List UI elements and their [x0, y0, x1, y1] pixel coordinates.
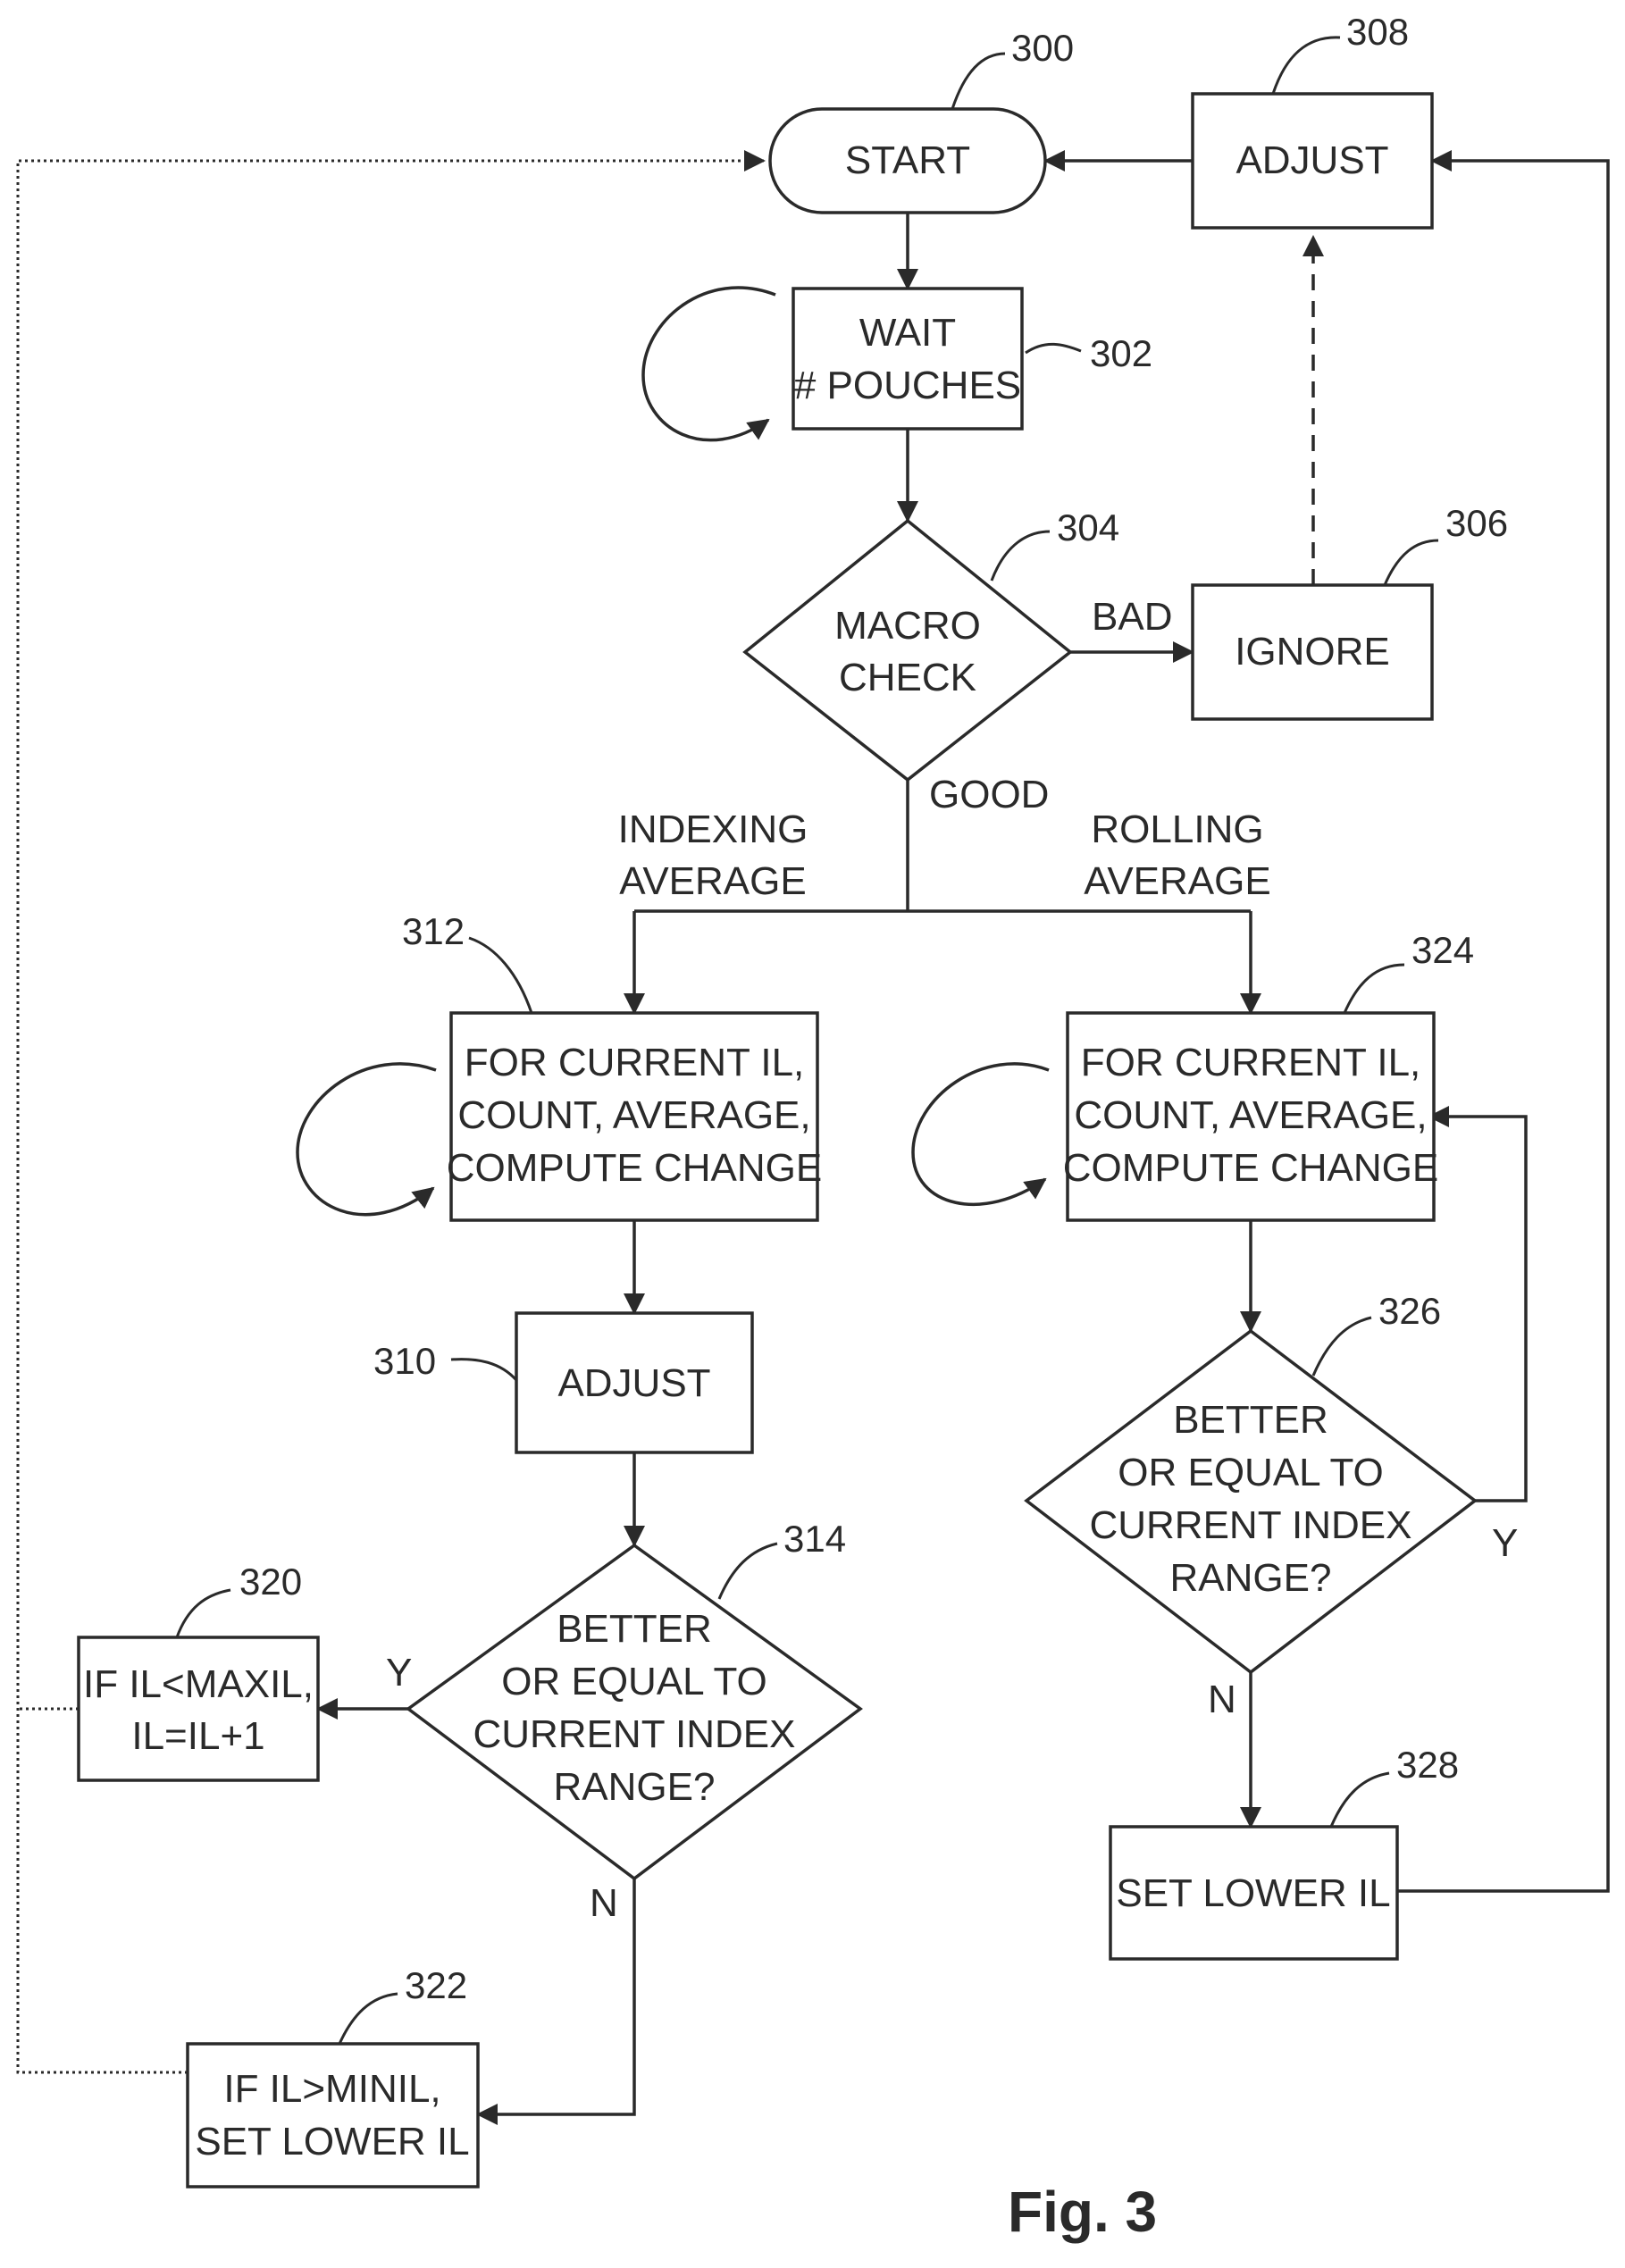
macro-label-line1: MACRO — [834, 604, 981, 648]
leader-328 — [1331, 1773, 1389, 1827]
ref-328: 328 — [1396, 1744, 1459, 1786]
box324-line2: COUNT, AVERAGE, — [1074, 1093, 1427, 1137]
edge-label-y-326: Y — [1492, 1521, 1518, 1565]
wait-label-line1: WAIT — [859, 311, 956, 355]
arrow-326-yes-to-324 — [1429, 1117, 1526, 1501]
start-label: START — [845, 138, 970, 182]
wait-box-302 — [793, 289, 1022, 429]
ref-308: 308 — [1346, 11, 1409, 53]
ref-302: 302 — [1090, 332, 1152, 374]
ref-326: 326 — [1378, 1290, 1441, 1332]
d326-line3: CURRENT INDEX — [1089, 1503, 1411, 1547]
leader-312 — [469, 938, 532, 1013]
box312-line1: FOR CURRENT IL, — [465, 1041, 805, 1084]
box320-line2: IL=IL+1 — [131, 1714, 264, 1758]
edge-label-rolling-line2: AVERAGE — [1084, 859, 1270, 903]
d326-line4: RANGE? — [1170, 1556, 1332, 1600]
edge-label-rolling-line1: ROLLING — [1091, 808, 1263, 851]
leader-306 — [1385, 540, 1438, 585]
edge-label-indexing-line2: AVERAGE — [619, 859, 806, 903]
adjust-310-label: ADJUST — [557, 1361, 710, 1405]
ref-304: 304 — [1057, 506, 1119, 548]
self-loop-324 — [913, 1064, 1049, 1204]
ref-322: 322 — [405, 1964, 467, 2006]
box322-line1: IF IL>MINIL, — [223, 2067, 440, 2111]
decision-diamond-326 — [1026, 1331, 1475, 1672]
leader-314 — [719, 1544, 777, 1599]
ref-312: 312 — [402, 910, 465, 952]
ref-306: 306 — [1445, 502, 1508, 544]
wait-label-line2: # POUCHES — [794, 364, 1021, 407]
edge-label-bad: BAD — [1092, 595, 1172, 639]
ignore-label: IGNORE — [1235, 630, 1390, 674]
ref-314: 314 — [783, 1518, 846, 1560]
d314-line3: CURRENT INDEX — [473, 1712, 795, 1756]
edge-label-n-314: N — [590, 1881, 618, 1925]
edge-label-indexing-line1: INDEXING — [618, 808, 808, 851]
macro-check-diamond-304 — [745, 521, 1070, 780]
d326-line2: OR EQUAL TO — [1118, 1451, 1384, 1494]
leader-326 — [1313, 1318, 1371, 1376]
ref-320: 320 — [239, 1561, 302, 1603]
d326-line1: BETTER — [1173, 1398, 1328, 1442]
d314-line2: OR EQUAL TO — [501, 1660, 767, 1703]
d314-line1: BETTER — [557, 1607, 712, 1651]
ref-300: 300 — [1011, 27, 1074, 69]
box322-line2: SET LOWER IL — [195, 2120, 469, 2163]
figure-caption: Fig. 3 — [1008, 2180, 1157, 2244]
leader-322 — [339, 1994, 398, 2044]
box312-line3: COMPUTE CHANGE — [447, 1146, 822, 1190]
edge-label-good: GOOD — [929, 773, 1049, 816]
d314-line4: RANGE? — [554, 1765, 716, 1809]
adjust-308-label: ADJUST — [1236, 138, 1388, 182]
box312-line2: COUNT, AVERAGE, — [457, 1093, 810, 1137]
process-box-322 — [188, 2044, 478, 2187]
edge-label-y-314: Y — [386, 1651, 412, 1695]
leader-308 — [1273, 38, 1340, 94]
box324-line3: COMPUTE CHANGE — [1063, 1146, 1438, 1190]
process-box-320 — [79, 1637, 318, 1780]
box328-label: SET LOWER IL — [1116, 1871, 1390, 1915]
leader-300 — [952, 54, 1005, 109]
self-loop-302 — [643, 288, 775, 440]
leader-304 — [992, 531, 1050, 581]
leader-324 — [1344, 965, 1404, 1013]
ref-310: 310 — [373, 1340, 436, 1382]
leader-310 — [451, 1360, 516, 1380]
macro-label-line2: CHECK — [839, 656, 976, 699]
self-loop-312 — [297, 1064, 436, 1215]
box324-line1: FOR CURRENT IL, — [1081, 1041, 1421, 1084]
leader-302 — [1026, 344, 1081, 353]
leader-320 — [177, 1590, 230, 1637]
ref-324: 324 — [1411, 929, 1474, 971]
edge-label-n-326: N — [1208, 1678, 1236, 1721]
box320-line1: IF IL<MAXIL, — [83, 1662, 314, 1706]
